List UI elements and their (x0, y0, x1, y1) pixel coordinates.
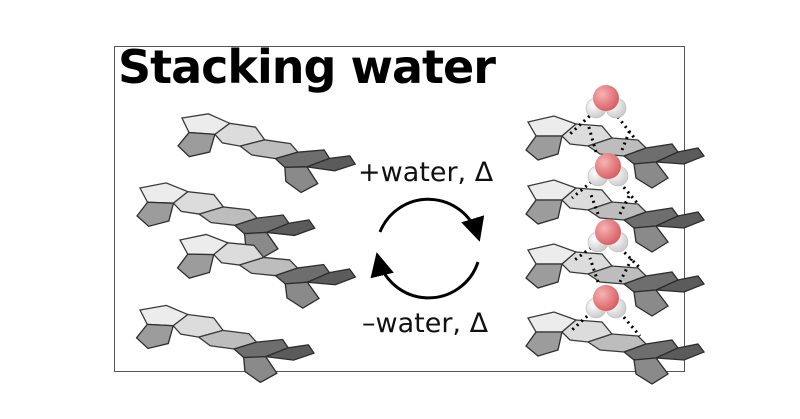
water-molecule-4 (585, 284, 627, 319)
left-molecule-4 (133, 303, 317, 386)
reverse-condition-label: –water, Δ (362, 308, 489, 339)
left-molecule-1 (174, 111, 359, 197)
reverse-arrow (370, 252, 480, 300)
forward-condition-label: +water, Δ (358, 157, 494, 188)
water-molecule-2 (587, 152, 629, 187)
right-molecule-4 (525, 311, 705, 385)
water-molecule-1 (585, 84, 627, 119)
forward-arrow (378, 197, 485, 242)
figure-title: Stacking water (118, 40, 496, 94)
water-molecule-3 (587, 218, 629, 253)
